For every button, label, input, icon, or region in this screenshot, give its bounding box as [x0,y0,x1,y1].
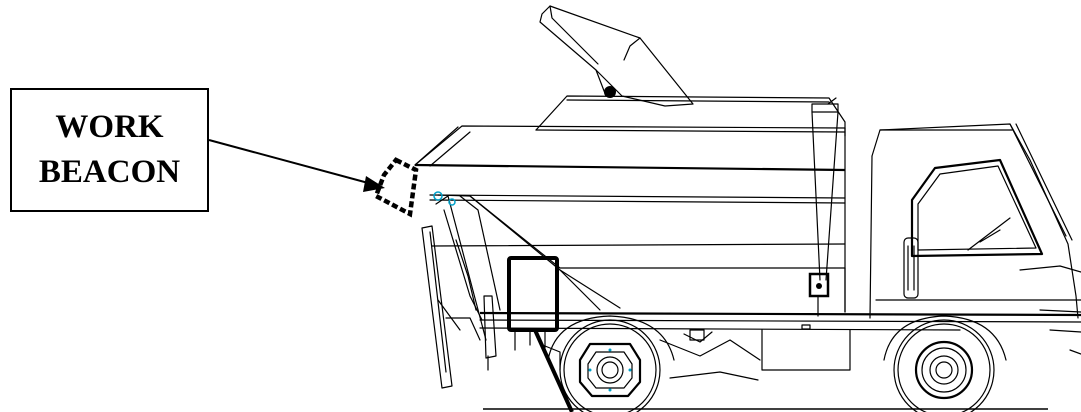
truck-cab [869,123,1081,355]
lift-post [808,97,839,317]
callout-arrow [208,139,385,192]
control-box [507,256,574,412]
body-top [535,95,846,137]
undercarriage-details [539,329,761,381]
label-line-1: WORK [55,109,164,145]
work-beacon-label-box: WORK BEACON [10,88,209,212]
label-line-2: BEACON [38,154,181,190]
tailgate-mechanism [421,191,501,389]
front-wheel [883,315,1007,412]
refuse-body [414,125,846,313]
lifting-arm [539,5,694,107]
work-beacon-icon [373,157,419,218]
chassis-frame [479,311,1081,371]
